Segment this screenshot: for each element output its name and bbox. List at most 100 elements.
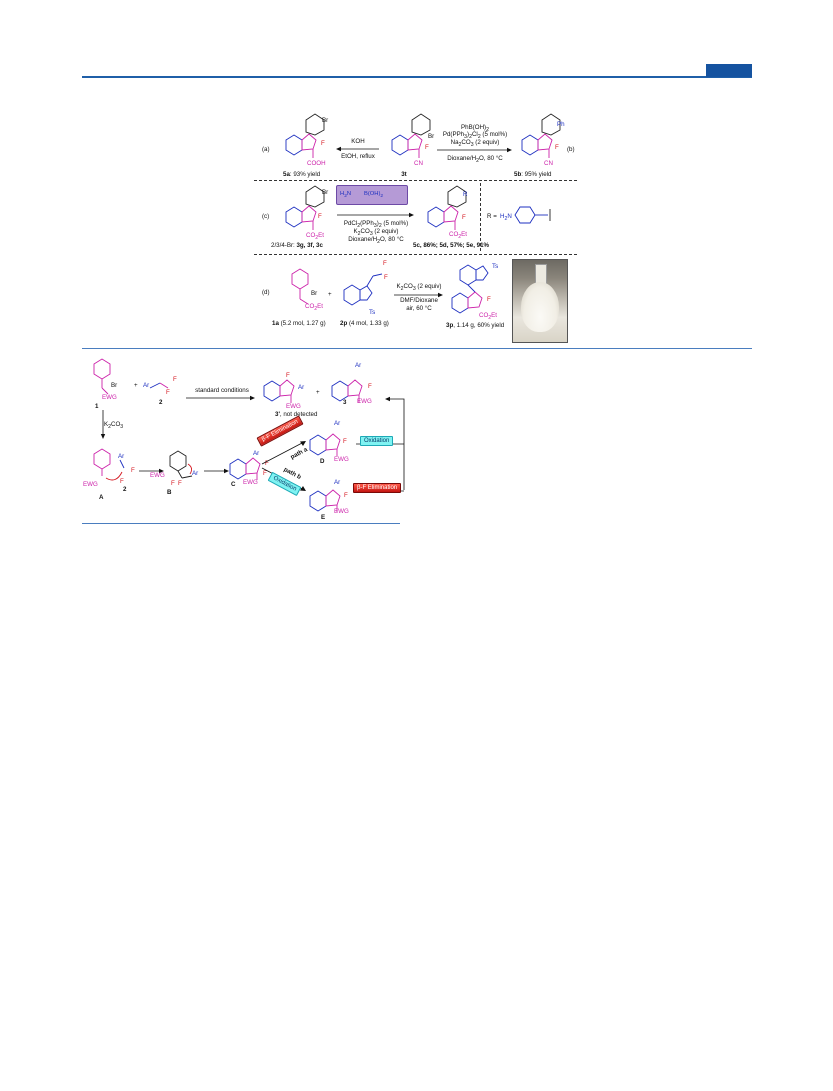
r-group-h2n: H2N xyxy=(500,213,512,223)
c-start-caption: 2/3/4-Br: 3g, 3f, 3c xyxy=(271,242,323,249)
2p-caption: 2p (4 mol, 1.33 g) xyxy=(340,320,389,327)
A-ar: Ar xyxy=(118,453,125,460)
3prime-caption: 3', not detected xyxy=(275,411,318,418)
1a-br: Br xyxy=(311,290,318,297)
arrow-base xyxy=(100,410,106,439)
b-reagent-4: Dioxane/H2O, 80 °C xyxy=(447,155,503,165)
5b-ph: Ph xyxy=(557,121,565,128)
D-ar: Ar xyxy=(334,420,341,427)
label-a: (a) xyxy=(262,146,270,153)
c-br: Br xyxy=(322,189,329,196)
3-ar: Ar xyxy=(355,362,362,369)
label-d: (d) xyxy=(262,289,270,296)
boronic-label: H2N B(OH)2 xyxy=(340,191,384,200)
A-ewg: EWG xyxy=(83,481,98,488)
3prime-f: F xyxy=(286,372,290,379)
A-f2: F xyxy=(120,478,124,485)
arrow-path-a xyxy=(261,441,306,465)
1-num: 1 xyxy=(95,403,99,410)
tag-elimination-2: β-F Elimination xyxy=(353,483,402,493)
A-num: A xyxy=(99,494,104,501)
3p-ester: CO2Et xyxy=(479,312,498,322)
5b-caption: 5b: 95% yield xyxy=(514,171,552,178)
tag-oxidation-1: Oxidation xyxy=(360,436,394,446)
A-f1: F xyxy=(131,467,135,474)
2-num: 2 xyxy=(159,399,163,406)
arrow-B-C xyxy=(204,468,229,474)
divider-ab xyxy=(254,180,577,181)
standard-conditions: standard conditions xyxy=(195,387,249,394)
B-f1: F xyxy=(171,480,175,487)
3-ewg: EWG xyxy=(357,398,372,405)
3t-cn: CN xyxy=(414,160,423,167)
3-f: F xyxy=(368,383,372,390)
boronic-acid-box xyxy=(336,185,408,205)
2p-ts: Ts xyxy=(369,309,376,316)
header-page-tab xyxy=(706,64,752,77)
5b-f: F xyxy=(555,144,559,151)
molecule-2 xyxy=(149,382,169,389)
arrow-c xyxy=(337,212,414,218)
C-ar: Ar xyxy=(253,450,260,457)
plus-d: + xyxy=(328,291,332,298)
E-f: F xyxy=(344,492,348,499)
5a-cooh: COOH xyxy=(307,160,326,167)
a-reagent-2: EtOH, reflux xyxy=(341,153,375,160)
header-rule xyxy=(82,76,752,78)
divider-cd xyxy=(254,254,577,255)
1a-caption: 1a (5.2 mol, 1.27 g) xyxy=(272,320,326,327)
molecule-3prime xyxy=(263,379,295,403)
plus-2: + xyxy=(316,389,320,396)
intermediate-A xyxy=(93,448,125,481)
D-num: D xyxy=(320,458,325,465)
c-yields: 5c, 86%; 5d, 57%; 5e, 91% xyxy=(413,242,490,249)
molecule-3t xyxy=(391,113,431,158)
arrow-a xyxy=(336,146,379,152)
1-ewg: EWG xyxy=(102,394,117,401)
arrow-A-B xyxy=(139,468,164,474)
c-product-r: R xyxy=(463,191,468,198)
divider-c-vertical xyxy=(480,183,481,251)
3t-f: F xyxy=(425,144,429,151)
c-reagent-2: K2CO3 (2 equiv) xyxy=(353,228,399,238)
5a-br: Br xyxy=(322,117,329,124)
molecule-3 xyxy=(331,379,363,403)
E-ar: Ar xyxy=(334,479,341,486)
3prime-ar: Ar xyxy=(298,384,305,391)
5a-caption: 5a: 93% yield xyxy=(283,171,321,178)
intermediate-C xyxy=(229,457,261,480)
c-reagent-3: Dioxane/H2O, 80 °C xyxy=(348,236,404,246)
3prime-ewg: EWG xyxy=(286,403,301,410)
3-num: 3 xyxy=(343,399,347,406)
c-f: F xyxy=(318,213,322,220)
molecule-3p xyxy=(451,264,489,314)
label-c: (c) xyxy=(262,213,270,220)
B-ewg: EWG xyxy=(150,472,165,479)
C-ewg: EWG xyxy=(243,479,258,486)
3t-br: Br xyxy=(428,133,435,140)
label-b: (b) xyxy=(567,146,575,153)
b-reagent-2: Pd(PPh3)2Cl2 (5 mol%) xyxy=(442,131,508,141)
arrow-b xyxy=(437,147,512,153)
molecule-5a xyxy=(285,113,325,158)
b-reagent-3: Na2CO3 (2 equiv) xyxy=(450,139,500,149)
intermediate-D xyxy=(309,433,341,456)
scheme-2: Br EWG 1 + Ar F F 2 standard conditions … xyxy=(0,352,833,532)
molecule-c-start xyxy=(285,185,325,230)
2-ar: Ar xyxy=(143,382,150,389)
E-num: E xyxy=(321,514,326,521)
B-ar: Ar xyxy=(192,470,199,477)
E-ewg: EWG xyxy=(334,508,349,515)
arrow-return xyxy=(385,396,405,490)
plus-1: + xyxy=(134,382,138,389)
3t-num: 3t xyxy=(401,171,407,178)
molecule-2p xyxy=(343,273,383,306)
5b-cn: CN xyxy=(544,160,553,167)
flask-photo xyxy=(512,259,568,343)
c-product-ester: CO2Et xyxy=(449,231,468,241)
molecule-1a xyxy=(291,268,309,305)
5a-f: F xyxy=(321,140,325,147)
1a-ester: CO2Et xyxy=(305,303,324,313)
d-reagent-2: DMF/Dioxane xyxy=(400,297,438,304)
base-label: K2CO3 xyxy=(104,421,124,431)
